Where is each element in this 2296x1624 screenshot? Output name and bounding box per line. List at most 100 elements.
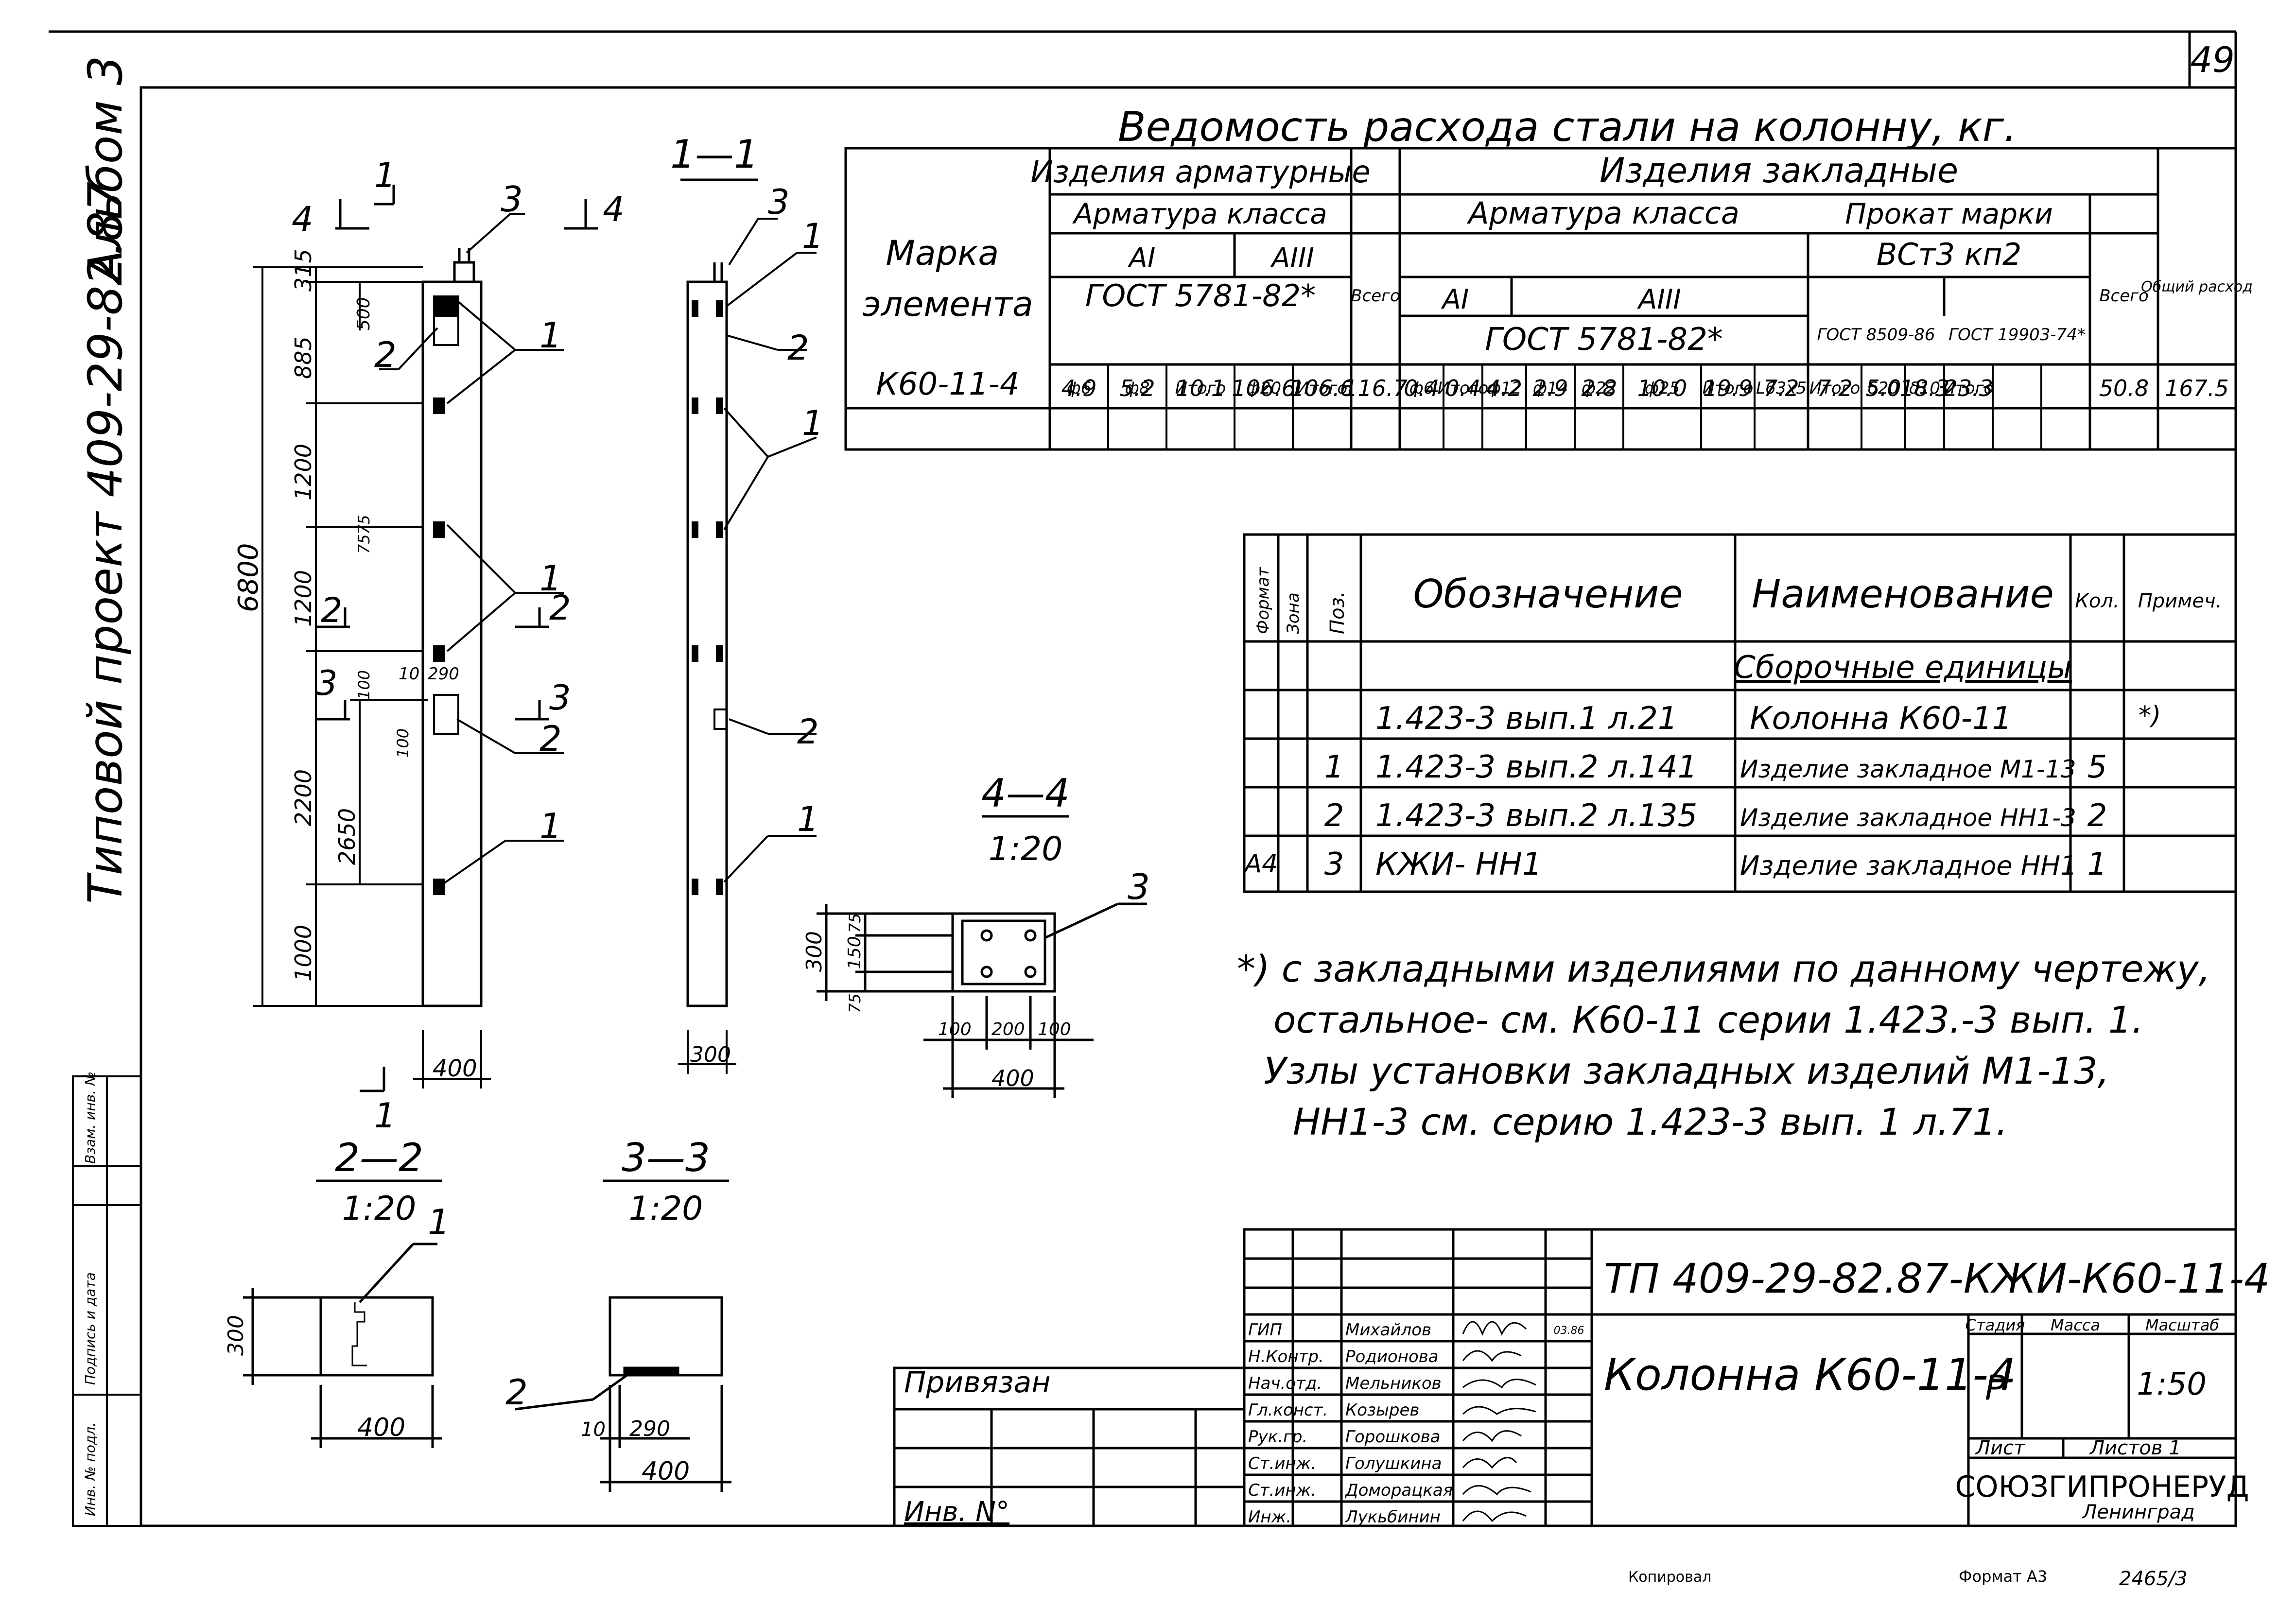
title-stage: Р <box>1985 1368 2006 1408</box>
role-name: Родионова <box>1345 1347 1439 1366</box>
spec-pos: 3 <box>1324 847 1344 882</box>
sub-header: ф6 <box>1409 379 1434 398</box>
spec-designation: КЖИ- НН1 <box>1375 847 1542 882</box>
dim: 315 <box>290 249 316 292</box>
dim: 2650 <box>334 808 360 865</box>
spec-h-name: Наименование <box>1752 571 2054 617</box>
spec-h-format: Формат <box>1253 567 1273 634</box>
spec-designation: 1.423-3 вып.2 л.135 <box>1375 798 1697 834</box>
steel-value: 18.3 <box>1900 375 1949 401</box>
steel-value: 4.2 <box>1486 375 1522 401</box>
dim: 150 <box>845 936 865 969</box>
section-cut-markers <box>316 185 598 1092</box>
steel-grp-embed: Изделия закладные <box>1600 151 1958 190</box>
dim: 300 <box>802 931 827 972</box>
role: Гл.конст. <box>1248 1400 1328 1420</box>
sub-header: Итого <box>1297 379 1348 398</box>
sec-2-2-title: 2—2 <box>335 1135 423 1180</box>
steel-sub-headers: ф6 ф8 Итого ф20 Итого ф6 Итого ф12 ф14 ф… <box>1067 379 1994 398</box>
elevation-pos-labels: 3 1 2 1 2 1 <box>374 179 562 847</box>
dim: 400 <box>357 1413 405 1442</box>
title-scale-label: Масштаб <box>2145 1316 2219 1334</box>
title-scale: 1:50 <box>2137 1366 2207 1402</box>
role: Инж. <box>1248 1507 1291 1527</box>
pos-label: 1 <box>797 799 819 839</box>
steel-gost-19903: ГОСТ 19903-74* <box>1948 325 2086 345</box>
dim: 400 <box>433 1055 477 1082</box>
signatures <box>1462 1321 1536 1522</box>
steel-table-title: Ведомость расхода стали на колонну, кг. <box>1118 103 2017 151</box>
sub-header: ф20 <box>1246 379 1281 398</box>
steel-embed-reinf-class: Арматура класса <box>1466 195 1739 231</box>
title-sheets-label: Листов 1 <box>2089 1437 2181 1459</box>
note-line: НН1-3 см. серию 1.423-3 вып. 1 л.71. <box>1293 1100 2008 1143</box>
footer-copied: Копировал <box>1628 1569 1711 1586</box>
section-1-1-parts <box>678 218 817 1074</box>
pos-label: 3 <box>1128 866 1150 907</box>
dim: 10 <box>399 664 419 684</box>
sub-header: ф25 <box>1645 379 1680 398</box>
steel-value: 2.8 <box>1581 375 1617 401</box>
sec-2-2-scale: 1:20 <box>342 1190 417 1228</box>
section-2-2-labels: 1 300 400 <box>224 1202 450 1442</box>
spec-table-grid <box>1243 533 2237 893</box>
role-name: Голушкина <box>1345 1454 1442 1473</box>
dim: 2200 <box>290 769 316 826</box>
role-name: Козырев <box>1345 1400 1419 1420</box>
dim: 75 <box>846 913 864 933</box>
title-stage-label: Стадия <box>1966 1316 2025 1334</box>
privyazan-label: Привязан <box>904 1365 1051 1399</box>
cut-label: 1 <box>374 1096 396 1136</box>
steel-value: 4.9 <box>1061 375 1096 401</box>
steel-value: 7.2 <box>1817 375 1852 401</box>
spec-name: Изделие закладное НН1-3 <box>1740 804 2076 832</box>
dim: 500 <box>354 297 374 330</box>
steel-reinf-class: Арматура класса <box>1072 197 1327 230</box>
role-name: Горошкова <box>1345 1427 1440 1447</box>
steel-row-mark: К60-11-4 <box>876 366 1019 402</box>
spec-h-designation: Обозначение <box>1413 571 1683 617</box>
spec-format: А4 <box>1243 849 1278 879</box>
role: Н.Контр. <box>1248 1347 1324 1366</box>
sec-3-3-title: 3—3 <box>622 1135 710 1180</box>
spec-name: Изделие закладное НН1 <box>1740 850 2077 881</box>
dim: 300 <box>224 1315 248 1356</box>
main-dimensions <box>253 266 491 1088</box>
column-elevation <box>421 248 483 1007</box>
steel-value: 7.2 <box>1763 375 1799 401</box>
title-code: ТП 409-29-82.87-КЖИ-К60-11-4 <box>1604 1255 2270 1302</box>
dim: 290 <box>629 1417 670 1441</box>
pos-label: 1 <box>428 1202 450 1243</box>
steel-gost-reinf: ГОСТ 5781-82* <box>1085 278 1316 313</box>
left-stamp-strip <box>72 1075 142 1527</box>
steel-value: 106.6 <box>1290 375 1354 401</box>
sub-header: ф8 <box>1125 379 1150 398</box>
dim: 6800 <box>233 543 264 612</box>
strip-replace-label: Взам. инв. № <box>82 1071 98 1164</box>
sub-header: ф12 <box>1487 379 1522 398</box>
section-cut-labels: 4 4 1 2 2 3 3 1 <box>292 155 625 1136</box>
dim: 1200 <box>290 570 316 627</box>
dim: 400 <box>991 1065 1034 1091</box>
role: Ст.инж. <box>1248 1481 1316 1500</box>
pos-label: 3 <box>501 179 523 220</box>
steel-value: 5.2 <box>1119 375 1155 401</box>
spec-name: Изделие закладное М1-13 <box>1740 755 2076 783</box>
cut-label: 3 <box>316 663 338 703</box>
strip-inv-label: Инв. № подл. <box>82 1422 98 1516</box>
sub-header: ф22 <box>1582 379 1617 398</box>
steel-value: 19.9 <box>1703 375 1753 401</box>
steel-ai-embed: AI <box>1441 284 1469 315</box>
steel-total-embed: Всего <box>2099 286 2149 306</box>
footer-format: Формат А3 <box>1959 1567 2047 1586</box>
dim: 100 <box>938 1019 972 1039</box>
role: Ст.инж. <box>1248 1454 1316 1473</box>
pos-label: 2 <box>374 334 397 375</box>
steel-value: 167.5 <box>2165 375 2229 401</box>
pos-label: 1 <box>539 558 562 599</box>
embedded-parts-elevation <box>433 295 459 895</box>
steel-table-grid <box>844 147 2237 451</box>
steel-col-mark-2: элемента <box>862 284 1033 324</box>
dim: 100 <box>355 670 373 700</box>
